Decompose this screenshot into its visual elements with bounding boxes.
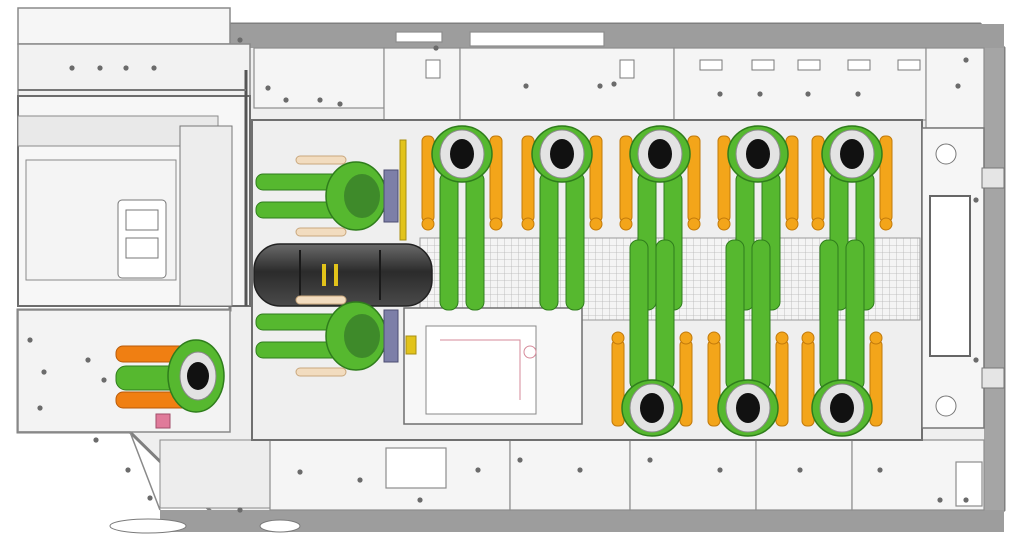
grab-handle (405, 335, 417, 355)
fastener-dot (805, 91, 811, 97)
fastener-dot (123, 65, 129, 71)
fastener-dot (97, 65, 103, 71)
fastener-dot (357, 477, 363, 483)
front-cab-structure (17, 7, 251, 307)
hull-top-band (230, 24, 1004, 48)
crew-seat-front-right (255, 295, 399, 377)
fastener-dot (125, 467, 131, 473)
fastener-dot (577, 467, 583, 473)
fastener-dot (69, 65, 75, 71)
fastener-dot (523, 83, 529, 89)
fastener-dot (877, 467, 883, 473)
fastener-dot (597, 83, 603, 89)
fastener-dot (717, 91, 723, 97)
fastener-dot (433, 45, 439, 51)
fastener-dot (417, 497, 423, 503)
fastener-dot (93, 437, 99, 443)
crew-seat-front-left (255, 155, 399, 237)
grab-handle (399, 139, 407, 241)
fastener-dot (265, 85, 271, 91)
fastener-dot (611, 81, 617, 87)
upper-brackets (425, 59, 921, 79)
fastener-dot (37, 405, 43, 411)
fastener-dot (973, 197, 979, 203)
fastener-dot (757, 91, 763, 97)
fastener-dot (147, 495, 153, 501)
fastener-dot (85, 357, 91, 363)
troop-seat-top-1 (421, 125, 503, 311)
center-equipment-box (403, 307, 583, 425)
fastener-dot (973, 357, 979, 363)
fastener-dot (337, 101, 343, 107)
fastener-dot (797, 467, 803, 473)
fastener-dot (41, 369, 47, 375)
hull-right-band (984, 48, 1004, 510)
troop-seat-bottom-1 (611, 239, 693, 437)
fastener-dot (647, 457, 653, 463)
fastener-dot (283, 97, 289, 103)
fastener-dot (237, 37, 243, 43)
fastener-dot (317, 97, 323, 103)
fastener-dot (937, 497, 943, 503)
fastener-dot (27, 337, 33, 343)
fastener-dot (237, 507, 243, 513)
troop-seat-top-2 (521, 125, 603, 311)
fastener-dot (963, 497, 969, 503)
fastener-dot (101, 377, 107, 383)
cannister (253, 243, 433, 307)
fastener-dot (297, 469, 303, 475)
fastener-dot (475, 467, 481, 473)
driver-seat (115, 339, 225, 429)
fasteners (27, 37, 979, 513)
fastener-dot (955, 83, 961, 89)
troop-seat-bottom-2 (707, 239, 789, 437)
fastener-dot (517, 457, 523, 463)
fastener-dot (963, 57, 969, 63)
fastener-dot (717, 467, 723, 473)
upper-equipment-panels (253, 31, 985, 129)
fastener-dot (855, 91, 861, 97)
troop-seat-bottom-3 (801, 239, 883, 437)
hull-bottom-band (160, 510, 1004, 532)
rear-door-structure (921, 127, 1005, 429)
fastener-dot (151, 65, 157, 71)
troop-seat-top-3 (619, 125, 701, 311)
seats (115, 125, 893, 437)
lower-equipment-panels (269, 439, 985, 511)
